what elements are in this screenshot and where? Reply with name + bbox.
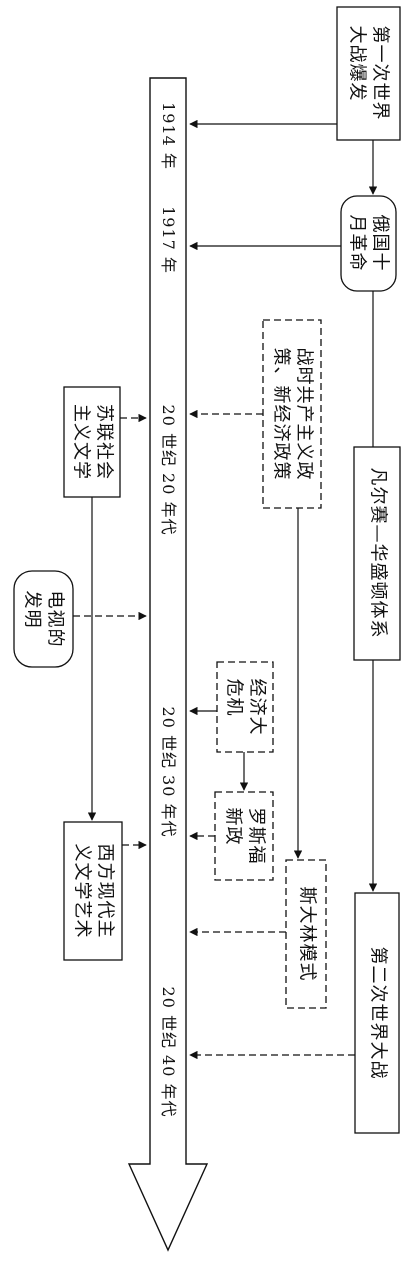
timeline-label-1920s: 20 世纪 20 年代 (159, 404, 178, 536)
box-october-revolution (340, 195, 397, 292)
event-october-line-2: 月革命 (347, 214, 368, 272)
event-soviet-lit-line-2: 主义文学 (71, 404, 92, 480)
event-soviet-lit-line-1: 苏联社会 (93, 404, 115, 480)
event-western-art: 西方现代主 义文学艺术 (71, 844, 116, 939)
event-great-depression: 经济大 危机 (223, 679, 268, 736)
event-versailles: 凡尔赛—华盛顿体系 (366, 467, 389, 639)
event-soviet-literature: 苏联社会 主义文学 (70, 404, 115, 480)
box-war-communism (262, 319, 322, 509)
event-tv-line-1: 电视的 (44, 590, 66, 648)
event-stalin-line-1: 斯大林模式 (296, 886, 318, 982)
event-war-communism: 战时共产主义政 策、新经济政策 (270, 348, 315, 481)
timeline-label-1914: 1914 年 (159, 102, 178, 170)
event-new-deal: 罗斯福 新政 (222, 808, 267, 865)
event-western-art-line-1: 西方现代主 (94, 843, 116, 939)
box-tv-invention (13, 570, 74, 668)
event-ww2-line-1: 第二次世界大战 (367, 946, 389, 1080)
event-october-revolution: 俄国十 月革命 (346, 215, 391, 272)
event-new-deal-line-1: 罗斯福 (245, 807, 267, 865)
event-war-communism-line-2: 策、新经济政策 (271, 347, 292, 481)
box-ww2 (354, 892, 400, 1134)
event-ww1-line-2: 大战爆发 (347, 25, 368, 102)
event-western-art-line-2: 义文学艺术 (72, 843, 93, 939)
event-ww1-line-1: 第一次世界 (369, 25, 391, 121)
event-depression-line-2: 危机 (224, 678, 245, 717)
event-depression-line-1: 经济大 (246, 678, 268, 736)
box-versailles (353, 446, 401, 661)
event-october-line-1: 俄国十 (369, 214, 391, 272)
event-ww2: 第二次世界大战 (366, 946, 389, 1080)
event-stalin-model: 斯大林模式 (295, 886, 318, 982)
event-tv-invention: 电视的 发明 (21, 591, 66, 648)
box-ww1 (336, 6, 401, 141)
event-versailles-line-1: 凡尔赛—华盛顿体系 (367, 467, 389, 639)
box-great-depression (216, 661, 274, 753)
event-war-communism-line-1: 战时共产主义政 (293, 347, 315, 481)
box-soviet-literature (63, 386, 121, 498)
timeline-arrow (127, 77, 209, 1252)
event-tv-line-2: 发明 (22, 590, 43, 629)
timeline-label-1917: 1917 年 (159, 206, 178, 274)
box-stalin-model (285, 859, 327, 1009)
timeline-label-1940s: 20 世纪 40 年代 (159, 986, 178, 1118)
box-new-deal (214, 791, 274, 881)
event-ww1: 第一次世界 大战爆发 (346, 26, 391, 121)
event-new-deal-line-2: 新政 (223, 807, 244, 846)
timeline-label-1930s: 20 世纪 30 年代 (159, 706, 178, 838)
box-western-art (63, 821, 123, 961)
